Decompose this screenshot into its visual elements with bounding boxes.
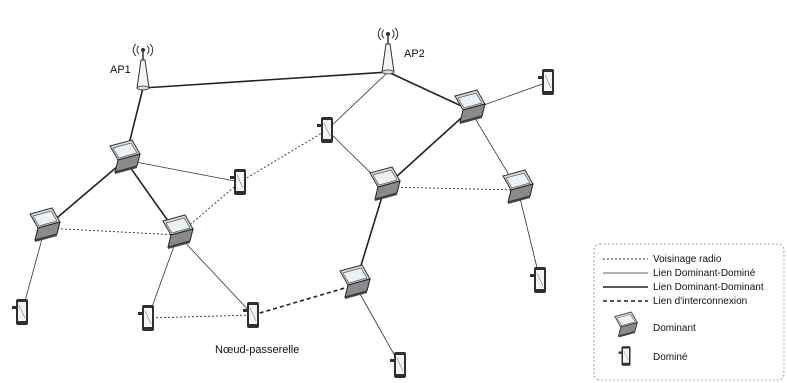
legend-voisinage: Voisinage radio	[653, 254, 722, 265]
interconnexion-links	[252, 284, 356, 316]
access-point-ap1	[132, 43, 154, 91]
domine-node	[529, 266, 547, 294]
legend-dom-domine: Lien Dominant-Dominé	[653, 268, 756, 279]
dominant-node	[502, 169, 534, 205]
gateway-label: Nœud-passerelle	[215, 344, 299, 356]
dominant-dominant-links	[44, 71, 471, 286]
ap2-label: AP2	[404, 48, 425, 60]
domine-node	[11, 298, 29, 326]
legend-box	[593, 243, 785, 381]
domine-node	[537, 68, 555, 96]
legend: Voisinage radio Lien Dominant-Dominé Lie…	[593, 243, 785, 381]
legend-domine: Dominé	[653, 352, 688, 363]
dominant-node	[29, 207, 61, 243]
domine-node	[389, 351, 407, 379]
legend-dom-dom: Lien Dominant-Dominant	[653, 282, 764, 293]
domine-node	[229, 168, 247, 196]
domine-node	[137, 304, 155, 332]
dominant-node	[339, 264, 371, 300]
dominant-node	[369, 166, 401, 202]
domine-node	[316, 116, 334, 144]
access-point-ap2	[377, 27, 399, 75]
legend-dominant: Dominant	[653, 323, 696, 334]
legend-interconnexion: Lien d'interconnexion	[653, 296, 747, 307]
dominant-node	[162, 214, 194, 250]
ap1-label: AP1	[110, 64, 131, 76]
voisinage-radio-links	[44, 129, 519, 319]
